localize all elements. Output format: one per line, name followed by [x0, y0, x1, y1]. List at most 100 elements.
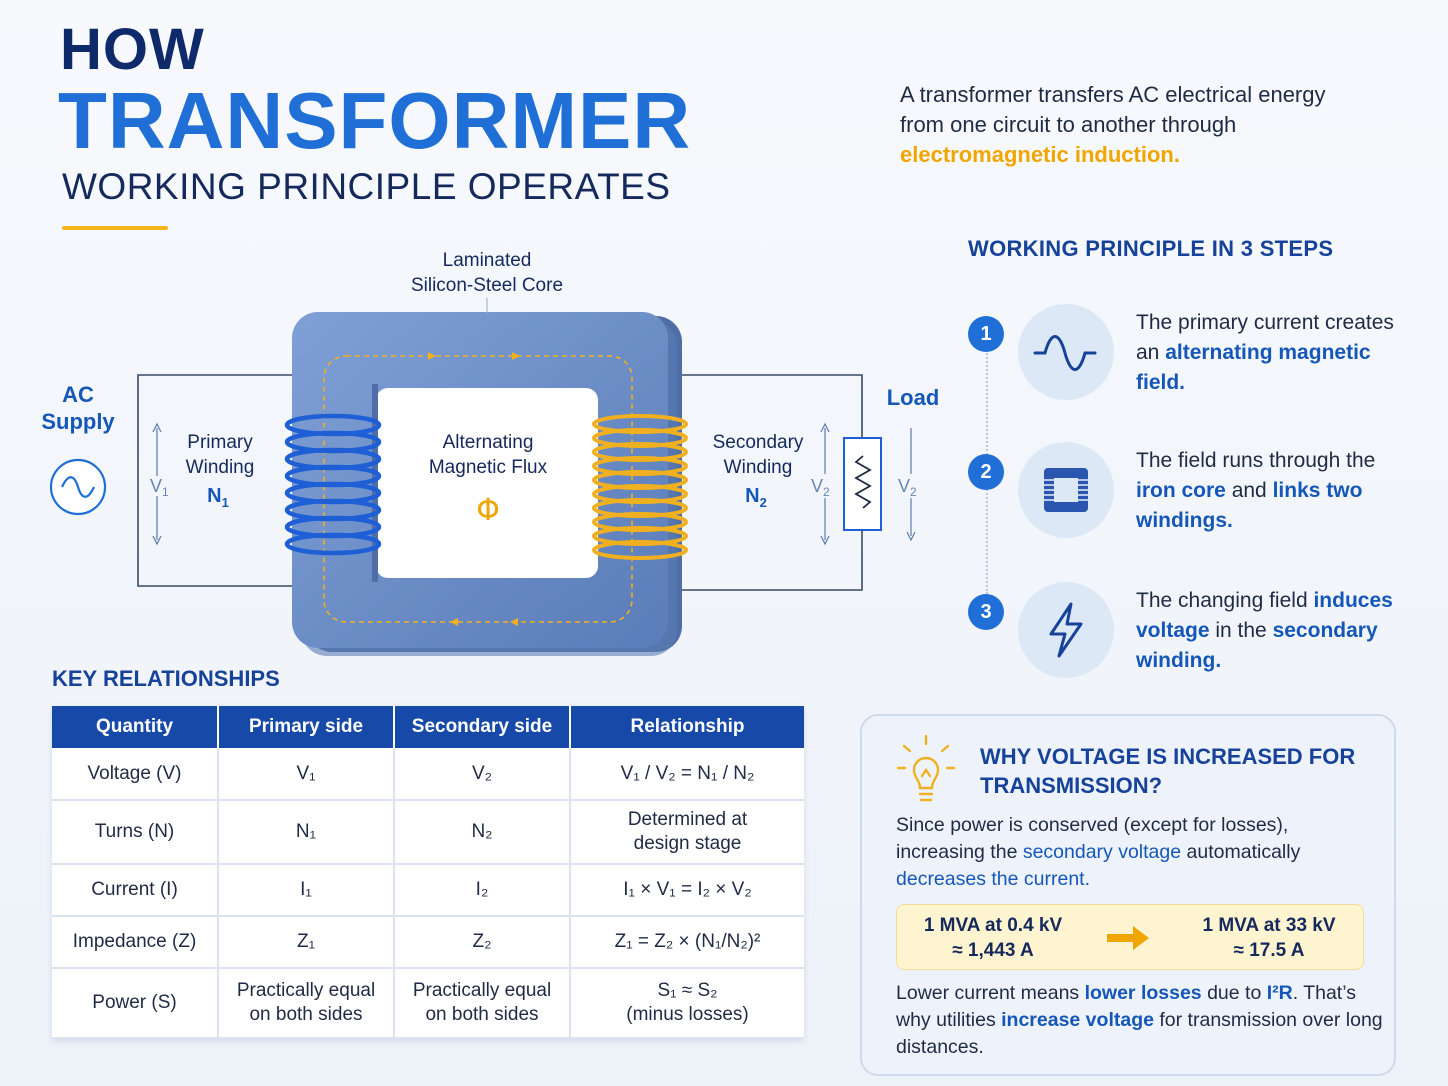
- step-3-text-b: in the: [1209, 619, 1273, 642]
- primary-winding-label-1: Primary: [187, 432, 253, 453]
- step-2-number: 2: [968, 454, 1004, 490]
- why-p2-e: for transmission over long distances.: [896, 1009, 1383, 1058]
- why-p1-a: Since power is conserved (except for los…: [896, 814, 1289, 863]
- cell-quantity: Current (I): [52, 864, 219, 917]
- flux-label-1: Alternating: [443, 432, 534, 453]
- why-paragraph-2: Lower current means lower losses due to …: [896, 980, 1386, 1061]
- primary-turns-label: N1: [207, 485, 229, 510]
- secondary-winding-label-1: Secondary: [713, 432, 804, 453]
- cell-secondary: I₂: [394, 864, 571, 917]
- relationships-table: Quantity Primary side Secondary side Rel…: [52, 706, 804, 1039]
- secondary-winding-label-2: Winding: [724, 457, 793, 478]
- cell-primary: I₁: [218, 864, 395, 917]
- step-1-icon-bg: [1018, 304, 1114, 400]
- step-2-text-b: and: [1225, 479, 1273, 502]
- why-p2-a: Lower current means: [896, 982, 1085, 1004]
- cell-relationship-line2: design stage: [633, 833, 742, 854]
- v2-arrow-inner: [820, 422, 830, 546]
- step-1-text-a: The primary current creates an: [1136, 311, 1394, 364]
- arrow-right-icon: [1107, 926, 1149, 950]
- calc-before: 1 MVA at 0.4 kV ≈ 1,443 A: [903, 913, 1083, 963]
- lightbulb-icon: [896, 734, 956, 802]
- why-p2-c: due to: [1201, 982, 1267, 1004]
- primary-coil: [284, 413, 382, 556]
- title-transformer: TRANSFORMER: [58, 76, 692, 165]
- laminated-core: [292, 312, 682, 656]
- load-label: Load: [887, 385, 940, 410]
- table-row: Impedance (Z) Z₁ Z₂ Z₁ = Z₂ × (N₁/N₂)²: [52, 916, 804, 969]
- title-subtitle: WORKING PRINCIPLE OPERATES: [62, 166, 671, 207]
- why-p2-b3: increase voltage: [1001, 1009, 1154, 1031]
- calculation-box: 1 MVA at 0.4 kV ≈ 1,443 A 1 MVA at 33 kV≈…: [896, 904, 1364, 970]
- step-1-text: The primary current creates an alternati…: [1136, 308, 1406, 398]
- step-3-text-bold: induces voltage: [1136, 589, 1393, 642]
- ac-source-icon: [49, 458, 107, 516]
- calc-before-line1: 1 MVA at 0.4 kV: [923, 915, 1063, 936]
- cell-primary: N₁: [218, 800, 395, 865]
- step-3-text: The changing field induces voltage in th…: [1136, 586, 1406, 676]
- v1-arrow: [152, 422, 162, 546]
- why-paragraph-1: Since power is conserved (except for los…: [896, 812, 1376, 893]
- steps-title: WORKING PRINCIPLE IN 3 STEPS: [968, 236, 1334, 261]
- v2-label-inner: V2: [811, 476, 830, 499]
- step-1-number: 1: [968, 316, 1004, 352]
- table-row: Current (I) I₁ I₂ I₁ × V₁ = I₂ × V₂: [52, 864, 804, 917]
- title-how: HOW: [60, 17, 205, 82]
- secondary-coil: [592, 414, 688, 560]
- cell-primary-line2: on both sides: [249, 1004, 363, 1025]
- cell-secondary: V₂: [394, 748, 571, 801]
- step-2-text-bold2: links two windings.: [1136, 479, 1363, 532]
- calc-after-line1: 1 MVA at 33 kV: [1202, 915, 1336, 936]
- cell-quantity: Turns (N): [52, 800, 219, 865]
- why-p1-hl2: decreases the current.: [896, 868, 1091, 890]
- header-secondary: Secondary side: [394, 706, 571, 748]
- cell-quantity: Voltage (V): [52, 748, 219, 801]
- cell-relationship-line1: Determined at: [627, 809, 748, 830]
- v2-arrow-outer: [906, 428, 916, 542]
- why-p2-d: . That’s why utilities: [896, 982, 1356, 1031]
- cell-primary: V₁: [218, 748, 395, 801]
- why-p2-b1: lower losses: [1084, 982, 1202, 1004]
- core-label-line2: Silicon-Steel Core: [411, 275, 563, 296]
- step-1: 1 The primary current creates an alterna…: [968, 304, 1408, 414]
- cell-secondary: N₂: [394, 800, 571, 865]
- cell-secondary-line1: Practically equal: [412, 980, 552, 1001]
- why-title: WHY VOLTAGE IS INCREASED FOR TRANSMISSIO…: [980, 744, 1356, 798]
- iron-core-icon: [1040, 468, 1092, 512]
- step-3-number: 3: [968, 594, 1004, 630]
- core-label-line1: Laminated: [443, 250, 532, 271]
- calc-before-line2: ≈ 1,443 A: [952, 940, 1034, 961]
- step-2-text-bold: iron core: [1136, 479, 1226, 502]
- flux-symbol: Φ: [476, 493, 500, 528]
- intro-body: A transformer transfers AC electrical en…: [900, 82, 1326, 137]
- v2-label-outer: V2: [898, 476, 917, 499]
- step-3: 3 The changing field induces voltage in …: [968, 582, 1408, 692]
- step-1-text-bold: alternating magnetic field.: [1136, 341, 1371, 394]
- ac-supply-label-1: AC: [62, 382, 94, 407]
- calc-after: 1 MVA at 33 kV≈ 17.5 A: [1179, 913, 1359, 963]
- v1-label: V1: [150, 476, 169, 499]
- cell-relationship: V₁ / V₂ = N₁ / N₂: [570, 748, 804, 801]
- header-relationship: Relationship: [570, 706, 804, 748]
- flux-label-2: Magnetic Flux: [429, 457, 548, 478]
- intro-text: A transformer transfers AC electrical en…: [900, 80, 1370, 170]
- cell-relationship-line2: (minus losses): [626, 1004, 749, 1025]
- why-voltage-panel: WHY VOLTAGE IS INCREASED FOR TRANSMISSIO…: [860, 714, 1396, 1076]
- header-quantity: Quantity: [52, 706, 219, 748]
- header-primary: Primary side: [218, 706, 395, 748]
- cell-quantity: Impedance (Z): [52, 916, 219, 969]
- intro-highlight: electromagnetic induction.: [900, 142, 1180, 167]
- cell-primary: Z₁: [218, 916, 395, 969]
- primary-winding-label-2: Winding: [186, 457, 255, 478]
- cell-secondary-line2: on both sides: [425, 1004, 539, 1025]
- step-3-text-a: The changing field: [1136, 589, 1314, 612]
- cell-secondary: Practically equal on both sides: [394, 968, 571, 1039]
- primary-circuit-wires: [137, 374, 863, 591]
- table-header-row: Quantity Primary side Secondary side Rel…: [52, 706, 804, 748]
- cell-relationship: S₁ ≈ S₂(minus losses): [570, 968, 804, 1039]
- cell-relationship: Determined at design stage: [570, 800, 804, 865]
- why-p1-b: automatically: [1181, 841, 1301, 863]
- ac-supply-label-2: Supply: [41, 409, 115, 434]
